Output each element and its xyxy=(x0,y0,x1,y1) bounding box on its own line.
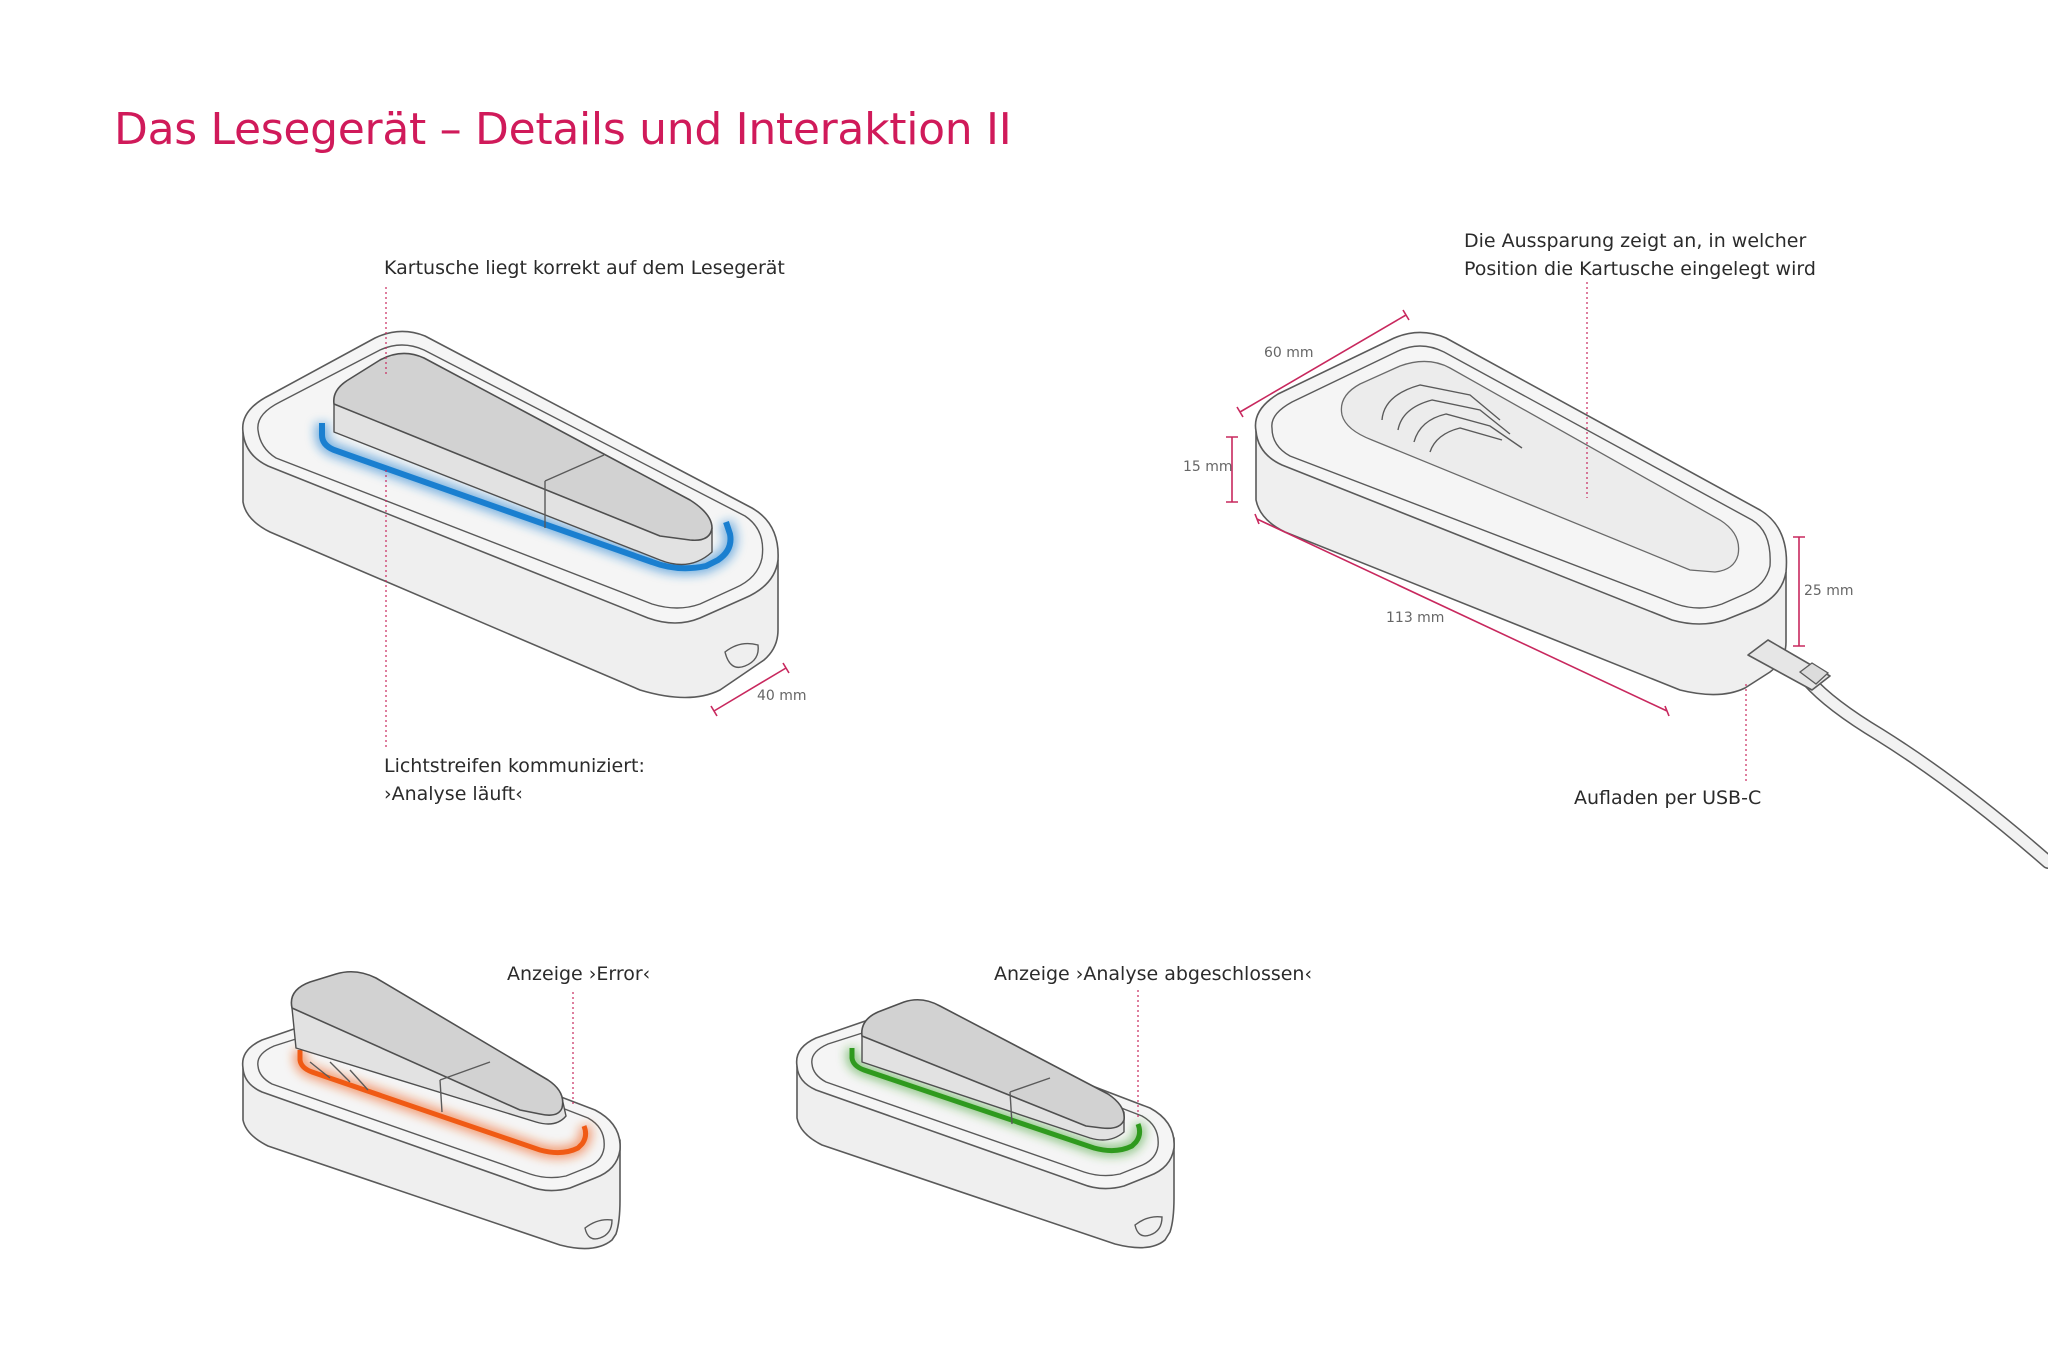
label-cartridge-correct: Kartusche liegt korrekt auf dem Lesegerä… xyxy=(384,257,785,279)
label-complete: Anzeige ›Analyse abgeschlossen‹ xyxy=(994,963,1313,985)
device-analysis-running xyxy=(241,330,779,699)
status-light-strip xyxy=(297,1050,589,1156)
label-light-strip-line1: Lichtstreifen kommuniziert: xyxy=(384,755,645,777)
dim-height-back: 25 mm xyxy=(1804,583,1854,599)
label-recess-line1: Die Aussparung zeigt an, in welcher xyxy=(1464,230,1807,252)
device-analysis-complete xyxy=(795,998,1175,1249)
device-error xyxy=(241,970,621,1250)
device-empty-recess xyxy=(1254,331,1788,696)
status-light-strip xyxy=(319,423,734,572)
dim-depth-top: 60 mm xyxy=(1264,345,1314,361)
label-error: Anzeige ›Error‹ xyxy=(507,963,651,985)
dimension-lines xyxy=(710,309,1805,717)
page-title: Das Lesegerät – Details und Interaktion … xyxy=(114,104,1012,155)
label-light-strip-line2: ›Analyse läuft‹ xyxy=(384,783,523,805)
dim-width: 40 mm xyxy=(757,688,807,704)
status-light-strip xyxy=(849,1048,1143,1154)
dim-height-front: 15 mm xyxy=(1183,459,1233,475)
label-recess-line2: Position die Kartusche eingelegt wird xyxy=(1464,258,1816,280)
dim-length: 113 mm xyxy=(1386,610,1445,626)
label-charging: Aufladen per USB-C xyxy=(1574,787,1762,809)
usb-c-cable xyxy=(1747,639,2048,869)
